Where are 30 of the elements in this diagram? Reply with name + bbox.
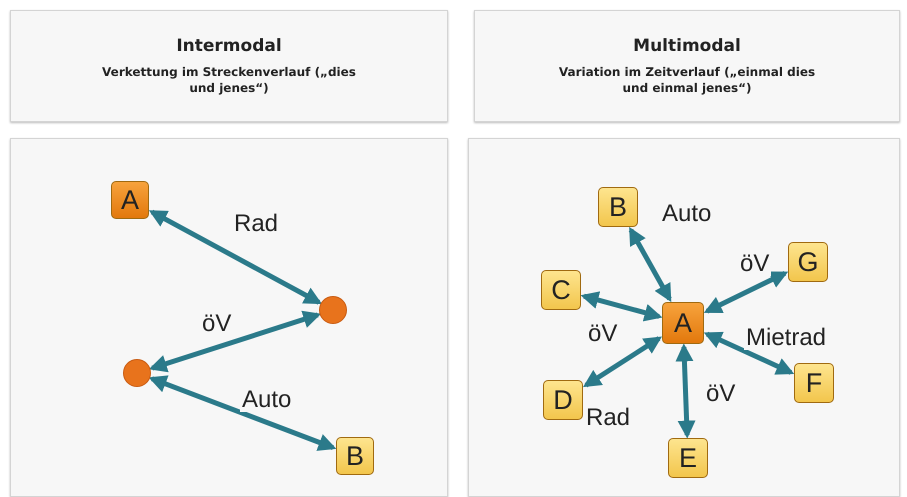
location-box: D	[543, 380, 583, 420]
double-arrow	[582, 336, 662, 388]
location-box: F	[794, 363, 834, 403]
location-box: E	[668, 438, 708, 478]
header-panel	[474, 10, 900, 122]
edge-label: Auto	[240, 388, 294, 412]
diagram-panel	[10, 138, 448, 497]
double-arrow	[148, 375, 336, 451]
diagram-panel	[468, 138, 900, 497]
location-box: C	[541, 270, 581, 310]
waypoint-circle	[319, 296, 347, 324]
double-arrow	[148, 310, 322, 372]
double-arrow	[580, 291, 662, 322]
header-panel	[10, 10, 448, 122]
double-arrow	[704, 332, 794, 375]
subtitle: Verkettung im Streckenverlauf („dies und jenes“)	[101, 64, 357, 96]
location-box: B	[598, 187, 638, 227]
waypoint-circle	[123, 359, 151, 387]
title: Intermodal	[176, 36, 282, 56]
location-box: B	[336, 437, 374, 475]
location-box: A	[662, 302, 704, 344]
subtitle: Variation im Zeitverlauf („einmal dies und einmal jenes“)	[558, 64, 816, 96]
double-arrow	[148, 210, 322, 305]
double-arrow	[675, 343, 696, 439]
location-box: A	[111, 181, 149, 219]
title: Multimodal	[633, 36, 741, 56]
double-arrow	[704, 270, 788, 314]
edge-label: öV	[738, 252, 772, 276]
location-box: G	[788, 242, 828, 282]
double-arrow	[628, 226, 672, 302]
